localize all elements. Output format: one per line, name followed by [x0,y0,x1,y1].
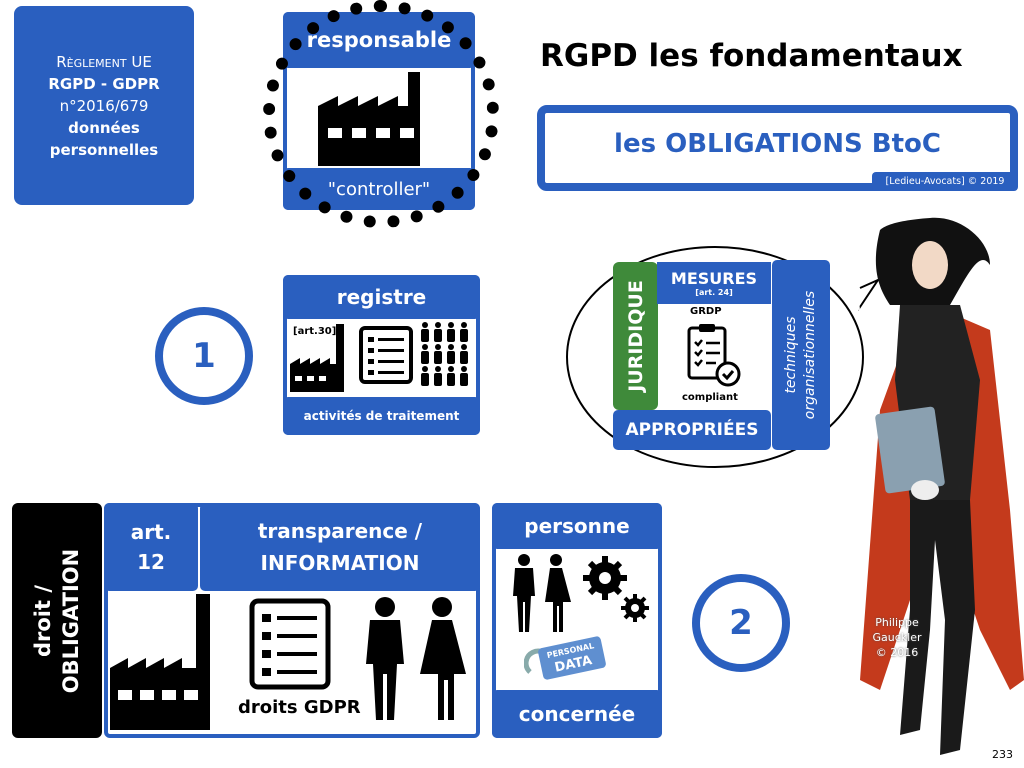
copyright-credit: [Ledieu-Avocats] © 2019 [872,172,1018,191]
technical-organisational-label: techniques organisationnelles [772,260,830,450]
personal-data-usb-icon: PERSONAL DATA [524,635,607,681]
legal-label: JURIDIQUE [613,262,658,410]
organisational-text: organisationnelles [802,290,819,420]
page-title: RGPD les fondamentaux [540,38,963,74]
personal-data-tag: PERSONAL DATA [537,635,607,681]
dotted-highlight-circle [263,0,499,228]
factory-icon [110,594,210,730]
registry-article: [art.30] [293,326,337,337]
right-obligation-label: droit / OBLIGATION [12,503,102,738]
compliant-label: compliant [682,392,738,403]
step-1-badge: 1 [155,307,253,405]
obligations-label: les OBLIGATIONS BtoC [614,129,941,159]
obligation-text: OBLIGATION [59,548,84,693]
measures-title: MESURES [art. 24] [657,262,771,304]
man-woman-icon [366,597,466,720]
technical-text: techniques [783,316,800,394]
registry-footer: activités de traitement [283,397,480,435]
gdpr-rights-label: droits GDPR [238,697,361,718]
measures-title-text: MESURES [670,269,758,288]
artist-name-1: Philippe [875,616,919,629]
right-text: droit / [31,584,56,657]
people-gears-icon [513,554,649,632]
step-2-badge: 2 [692,574,790,672]
appropriate-label: APPROPRIÉES [613,410,771,450]
factory-icon [290,324,344,392]
list-document-icon [359,326,413,384]
information-text: INFORMATION [260,551,420,575]
registry-title: registre [283,275,480,319]
artist-name-2: Gauckler [872,631,922,644]
transparency-title: transparence / INFORMATION [200,503,480,591]
compliance-clipboard-icon [687,324,741,387]
legal-text: JURIDIQUE [624,280,647,392]
article-number: 12 [137,550,165,574]
regulation-number: n°2016/679 [59,96,149,115]
regulation-topic-2: personnelles [49,140,159,159]
article-12-label: art. 12 [104,503,198,591]
measures-article: [art. 24] [695,288,733,297]
gdpr-badge-label: GRDP [690,306,722,317]
regulation-name: RGPD - GDPR [48,74,160,93]
artist-credit: Philippe Gauckler © 2016 [862,615,932,660]
artist-year: © 2016 [875,646,919,659]
transparency-text: transparence / [257,519,423,543]
regulation-label: Règlement UE [56,52,152,71]
list-document-icon [249,598,331,690]
regulation-topic-1: données [68,118,140,137]
article-text: art. [130,520,172,544]
people-group-icon [421,322,468,386]
data-subject-footer: concernée [492,690,662,738]
data-subject-title: personne [492,503,662,549]
regulation-card: Règlement UE RGPD - GDPR n°2016/679 donn… [14,6,194,205]
measures-white-panel [655,300,773,410]
superhero-lawyer-illustration [860,217,1024,755]
page-number: 233 [992,748,1013,761]
